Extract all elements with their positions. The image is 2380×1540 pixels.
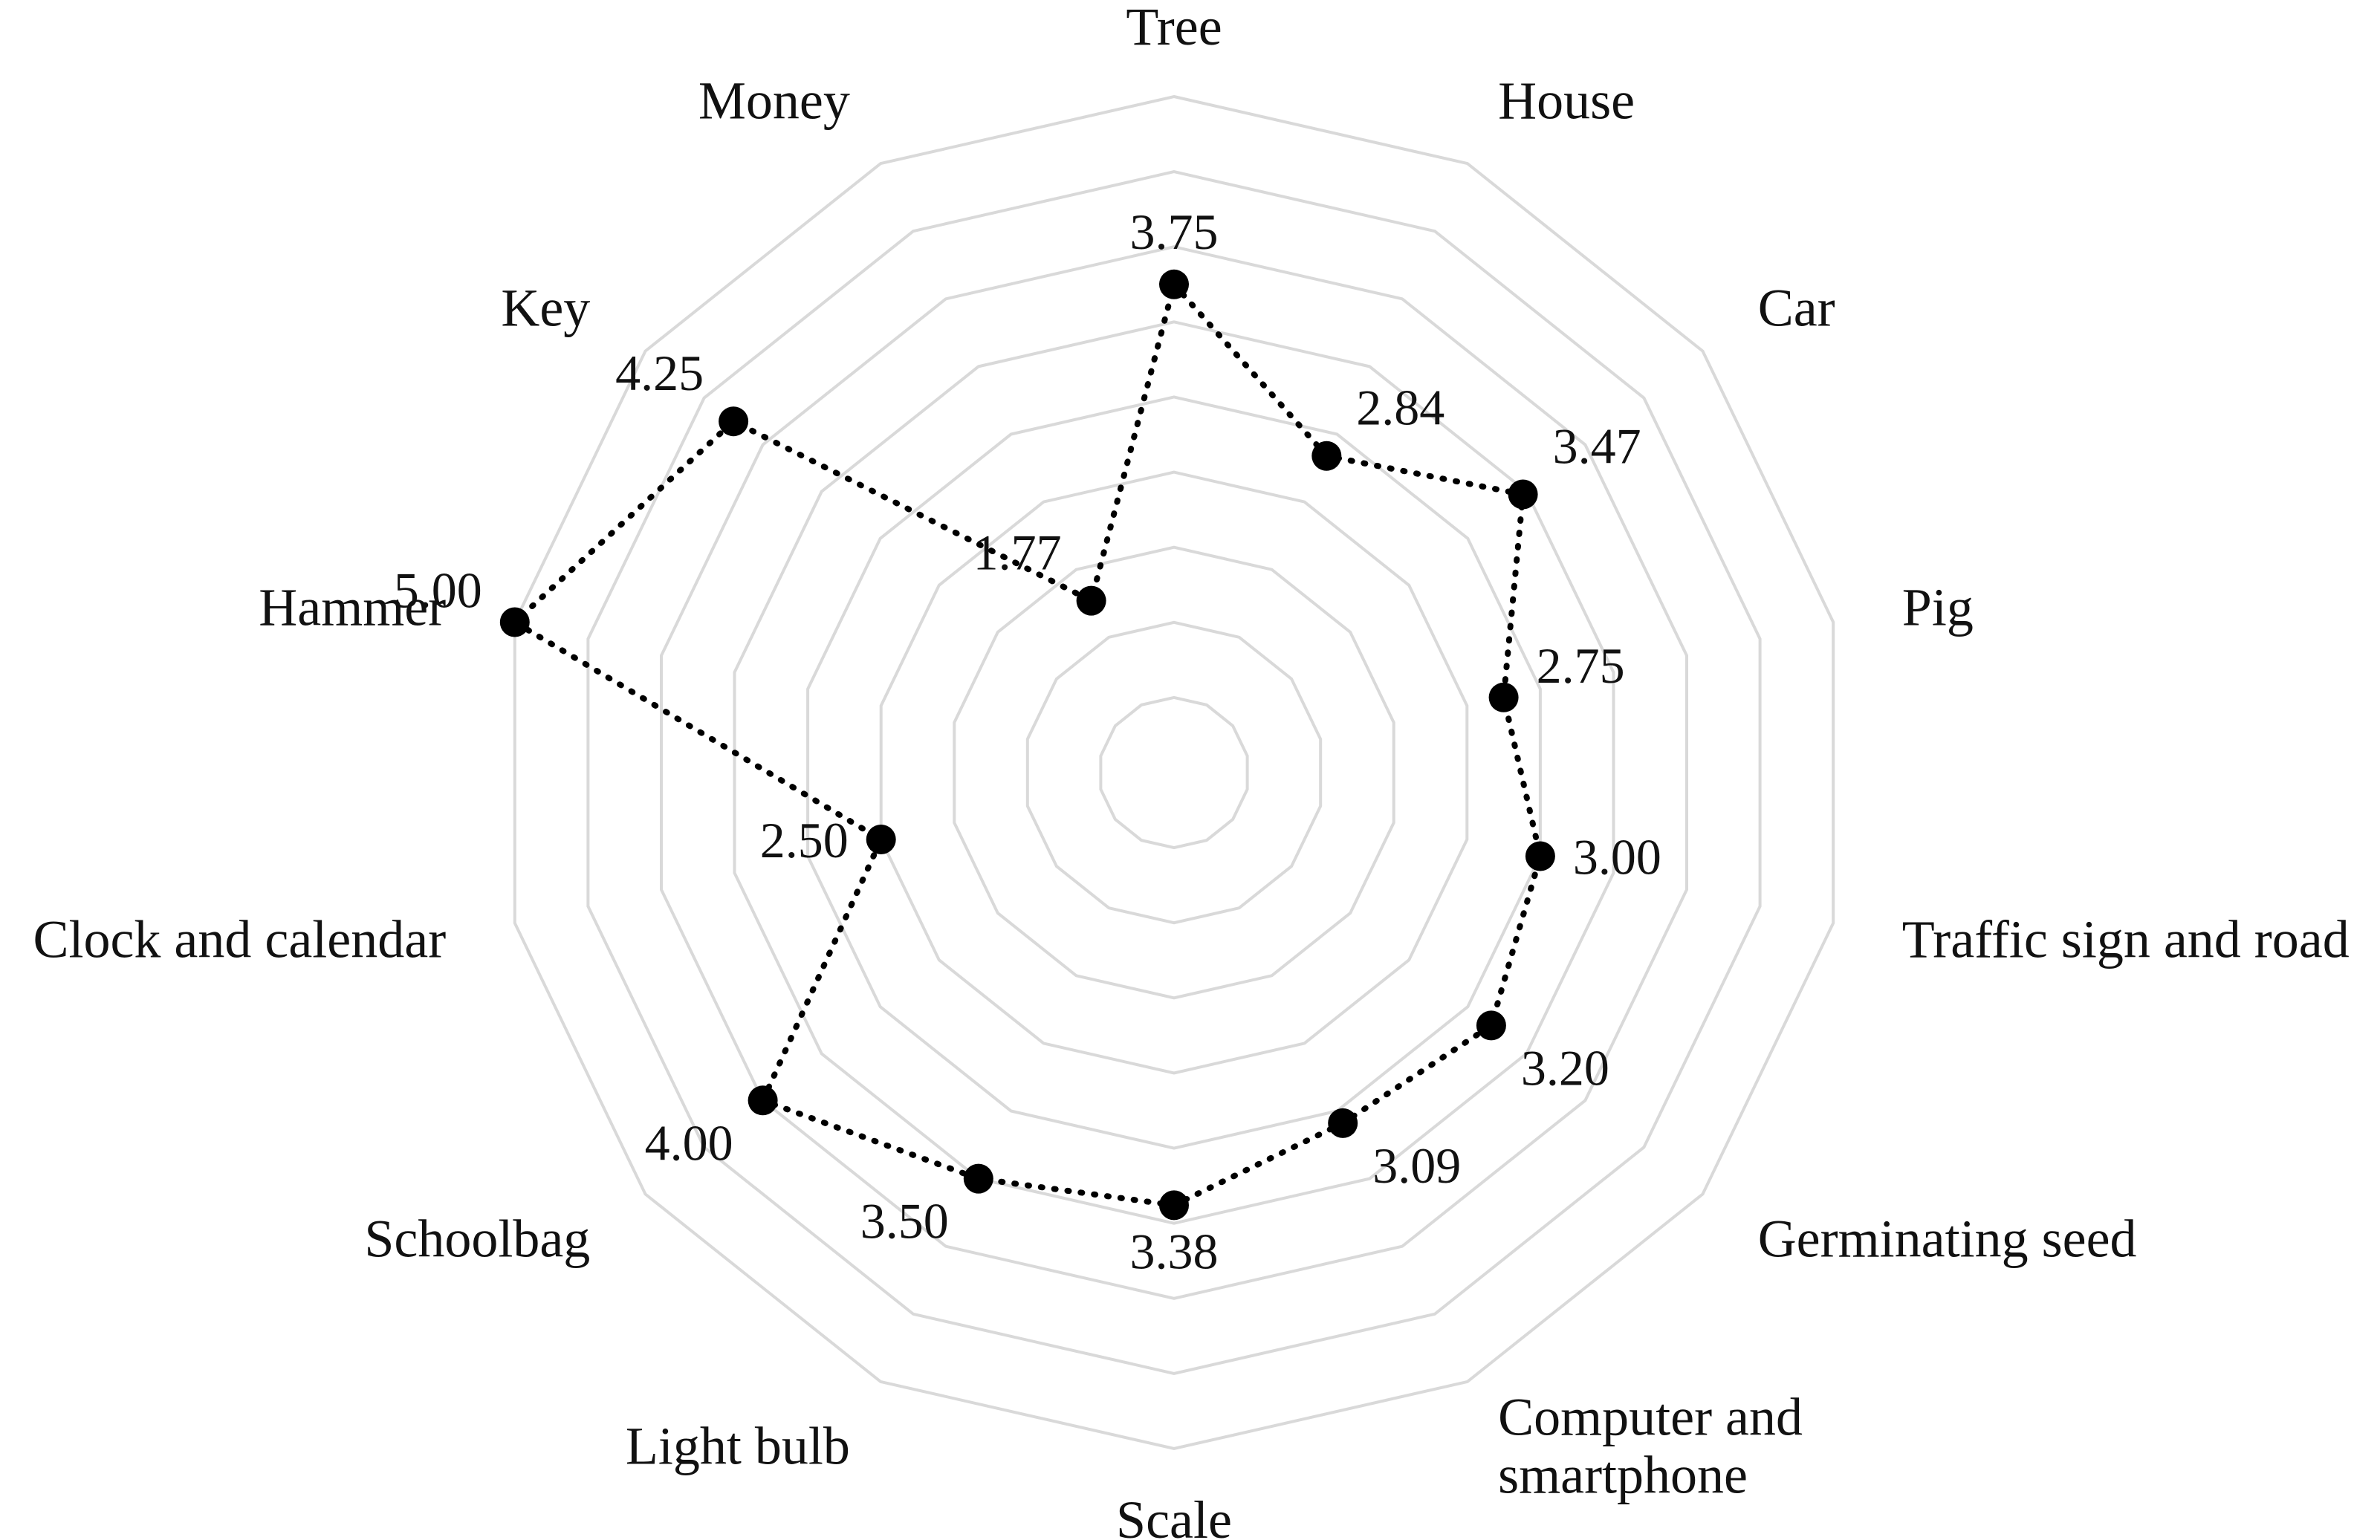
axis-label-7: Scale — [1116, 1490, 1232, 1540]
axis-label-11: Hammer — [259, 577, 446, 637]
data-point-7 — [1159, 1190, 1189, 1221]
grid-ring-2 — [1025, 620, 1323, 925]
data-point-13 — [1076, 585, 1106, 616]
axis-label-2: Car — [1758, 278, 1835, 337]
value-labels: 3.75 2.84 3.47 2.75 3.00 3.20 3.09 3.38 3.50 4.00… — [394, 204, 1661, 1280]
grid-ring-3 — [953, 545, 1395, 1000]
value-label-4: 3.00 — [1573, 829, 1661, 886]
value-label-6: 3.09 — [1372, 1137, 1461, 1194]
axis-label-line: Pig — [1902, 577, 1974, 637]
value-label-8: 3.50 — [860, 1193, 949, 1250]
axis-label-line: Key — [501, 278, 590, 337]
value-label-3: 2.75 — [1537, 637, 1625, 694]
value-label-0: 3.75 — [1130, 204, 1219, 260]
data-point-4 — [1525, 841, 1555, 871]
value-label-7: 3.38 — [1130, 1223, 1219, 1279]
grid-ring-6 — [733, 320, 1615, 1225]
axis-label-3: Pig — [1902, 577, 1974, 637]
data-point-1 — [1311, 441, 1342, 471]
data-point-0 — [1159, 269, 1189, 299]
axis-label-13: Money — [698, 71, 850, 131]
axis-label-line: Tree — [1126, 0, 1222, 56]
value-label-1: 2.84 — [1356, 380, 1444, 436]
value-label-11: 5.00 — [394, 562, 482, 619]
grid-ring-4 — [879, 470, 1469, 1075]
value-label-5: 3.20 — [1521, 1039, 1609, 1096]
axis-label-4: Traffic sign and road — [1902, 910, 2350, 969]
value-label-2: 3.47 — [1553, 418, 1641, 475]
axis-label-12: Key — [501, 278, 590, 337]
axis-label-0: Tree — [1126, 0, 1222, 56]
axis-label-10: Clock and calendar — [33, 910, 446, 969]
value-label-13: 1.77 — [973, 524, 1062, 581]
axis-label-line: Computer and — [1498, 1388, 1803, 1447]
axis-label-9: Schoolbag — [364, 1209, 590, 1269]
axis-label-line: Scale — [1116, 1490, 1232, 1540]
grid-ring-1 — [1099, 695, 1249, 850]
axis-label-line: Money — [698, 71, 850, 131]
grid-ring-7 — [660, 245, 1688, 1300]
axis-label-line: Germinating seed — [1758, 1209, 2137, 1269]
axis-label-line: House — [1498, 71, 1635, 131]
axis-label-line: Hammer — [259, 577, 446, 637]
value-label-10: 2.50 — [760, 812, 849, 868]
value-label-9: 4.00 — [645, 1114, 733, 1171]
value-label-12: 4.25 — [615, 345, 704, 401]
data-point-5 — [1476, 1010, 1506, 1041]
data-point-10 — [866, 825, 896, 854]
axis-label-1: House — [1498, 71, 1635, 131]
axis-label-line: Traffic sign and road — [1902, 910, 2350, 969]
data-point-11 — [499, 607, 530, 637]
data-point-12 — [719, 406, 749, 437]
grid-ring-9 — [513, 94, 1835, 1451]
data-point-6 — [1328, 1108, 1358, 1138]
axis-label-line: Light bulb — [626, 1417, 850, 1476]
data-point-3 — [1488, 682, 1519, 712]
data-point-9 — [748, 1085, 778, 1116]
axis-label-8: Light bulb — [626, 1417, 850, 1476]
grid-rings — [513, 94, 1835, 1451]
axis-label-line: Car — [1758, 278, 1835, 337]
axis-label-line: smartphone — [1498, 1446, 1748, 1505]
axis-label-5: Germinating seed — [1758, 1209, 2137, 1269]
axis-label-line: Schoolbag — [364, 1209, 590, 1269]
data-point-2 — [1508, 479, 1538, 510]
grid-ring-5 — [806, 395, 1542, 1150]
data-point-8 — [963, 1163, 993, 1194]
axis-label-line: Clock and calendar — [33, 910, 446, 969]
data-series — [499, 269, 1555, 1221]
grid-ring-8 — [586, 170, 1762, 1375]
